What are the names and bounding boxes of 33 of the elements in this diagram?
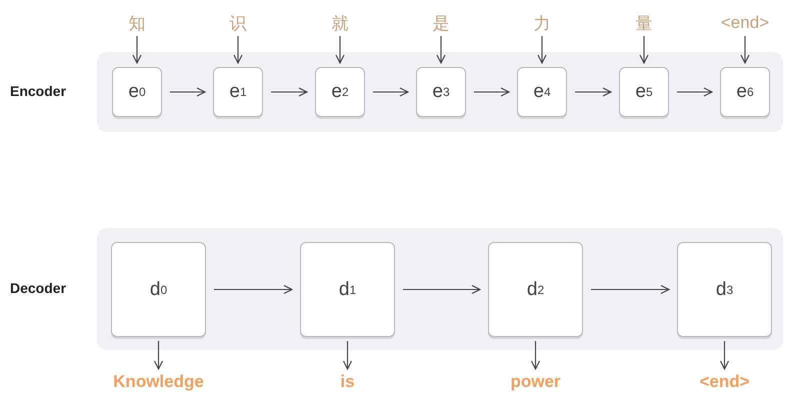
arrow [154,341,164,370]
input-token: <end> [715,10,775,36]
arrow [639,36,649,64]
output-word: <end> [665,369,784,395]
input-token: 力 [512,10,572,36]
arrow [677,87,713,97]
arrow [591,284,670,294]
arrow [403,284,481,294]
arrow [575,87,612,97]
arrow [342,341,352,370]
arrow [474,87,510,97]
output-word: power [476,369,595,395]
output-word: is [288,369,407,395]
output-word: Knowledge [99,369,218,395]
arrow [740,36,750,64]
input-token: 是 [411,10,471,36]
input-token: 量 [614,10,674,36]
arrow [233,36,243,64]
arrow [214,284,293,294]
arrow [436,36,446,64]
arrow [170,87,206,97]
input-token: 就 [310,10,370,36]
arrow [271,87,308,97]
arrow [530,341,540,370]
input-token: 识 [208,10,268,36]
row-heading: Encoder [10,83,66,99]
row-heading: Decoder [10,280,66,296]
input-token: 知 [107,10,167,36]
arrow [335,36,345,64]
arrow [537,36,547,64]
arrow [132,36,142,64]
arrow [720,341,730,370]
arrow [373,87,409,97]
